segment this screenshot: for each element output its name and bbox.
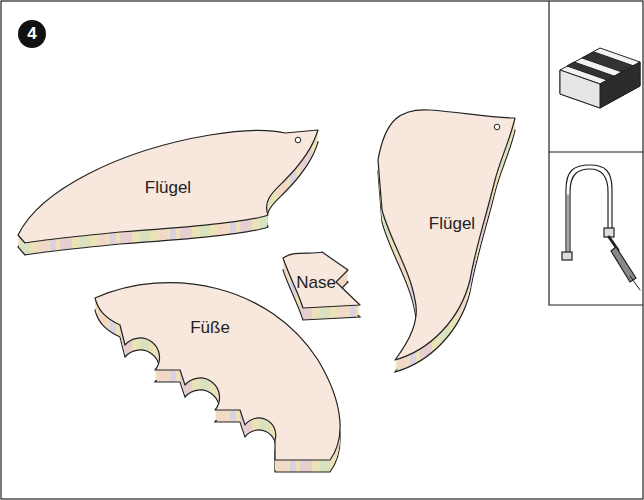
text-holder: Flügel: [145, 179, 191, 198]
part-name: Flügel: [429, 214, 475, 233]
text-holder: Nase: [296, 274, 336, 293]
piece-face: [95, 283, 340, 460]
tool-panel: [549, 1, 643, 305]
fret-saw: [562, 165, 640, 290]
piece-face: [378, 110, 515, 360]
text-holder: 4: [27, 25, 36, 44]
sanding-block: [560, 48, 640, 108]
step-number: 4: [18, 20, 46, 48]
piece-face: [18, 130, 318, 243]
hole: [295, 137, 301, 143]
piece-face: [283, 252, 360, 308]
piece-outline: [88, 265, 353, 480]
hole: [494, 124, 500, 130]
wing-piece: Flügel: [10, 120, 330, 260]
part-name: Flügel: [145, 178, 191, 197]
text-holder: Flügel: [429, 215, 475, 234]
wing-piece: Flügel: [370, 100, 525, 380]
step-number: 4: [27, 24, 36, 43]
part-name: Nase: [296, 273, 336, 292]
piece-outline: [370, 100, 525, 380]
feet-piece: Füße: [88, 265, 353, 480]
nose-piece: Nase: [278, 245, 368, 325]
part-name: Füße: [190, 318, 230, 337]
text-holder: Füße: [190, 319, 230, 338]
